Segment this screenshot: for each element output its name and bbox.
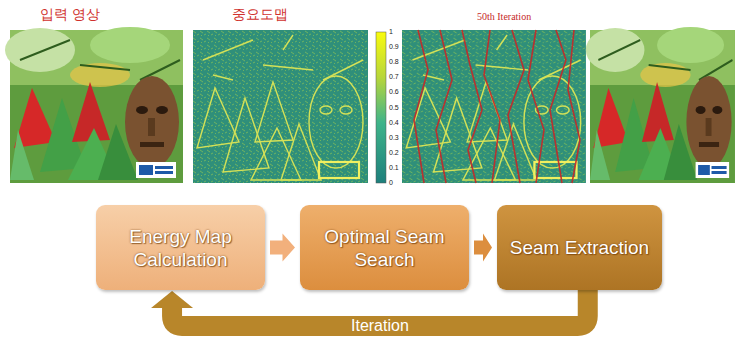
image-title: 입력 영상 (40, 6, 100, 24)
colorbar-tick: 0.9 (389, 43, 399, 51)
colorbar-tick: 0.8 (389, 58, 399, 66)
process-box: Optimal Seam Search (300, 205, 469, 290)
seam-map (402, 30, 586, 183)
colorbar-tick: 0 (389, 179, 393, 187)
colorbar-tick: 1 (389, 28, 393, 36)
colorbar-tick: 0.2 (389, 149, 399, 157)
flow-arrow (474, 234, 492, 262)
colorbar-tick: 0.6 (389, 88, 399, 96)
colorbar-tick: 0.7 (389, 73, 399, 81)
output-image (586, 27, 735, 183)
colorbar-tick: 0.4 (389, 119, 399, 127)
process-box: Energy Map Calculation (96, 205, 265, 290)
seam-lines (414, 30, 580, 183)
colorbar-tick: 0.1 (389, 164, 399, 172)
colorbar (376, 32, 386, 183)
box-label: Optimal Seam Search (310, 225, 459, 271)
edge-label: Iteration (347, 317, 413, 335)
iteration-title: 50th Iteration (477, 11, 531, 22)
flow-arrow (270, 234, 295, 262)
box-label: Seam Extraction (510, 236, 649, 259)
process-box: Seam Extraction (497, 205, 662, 290)
colorbar-tick: 0.5 (389, 104, 399, 112)
colorbar-tick: 0.3 (389, 134, 399, 142)
image-title: 중요도맵 (232, 6, 288, 24)
input-image (5, 27, 183, 183)
importance-map (193, 30, 368, 183)
box-label: Energy Map Calculation (106, 225, 255, 271)
